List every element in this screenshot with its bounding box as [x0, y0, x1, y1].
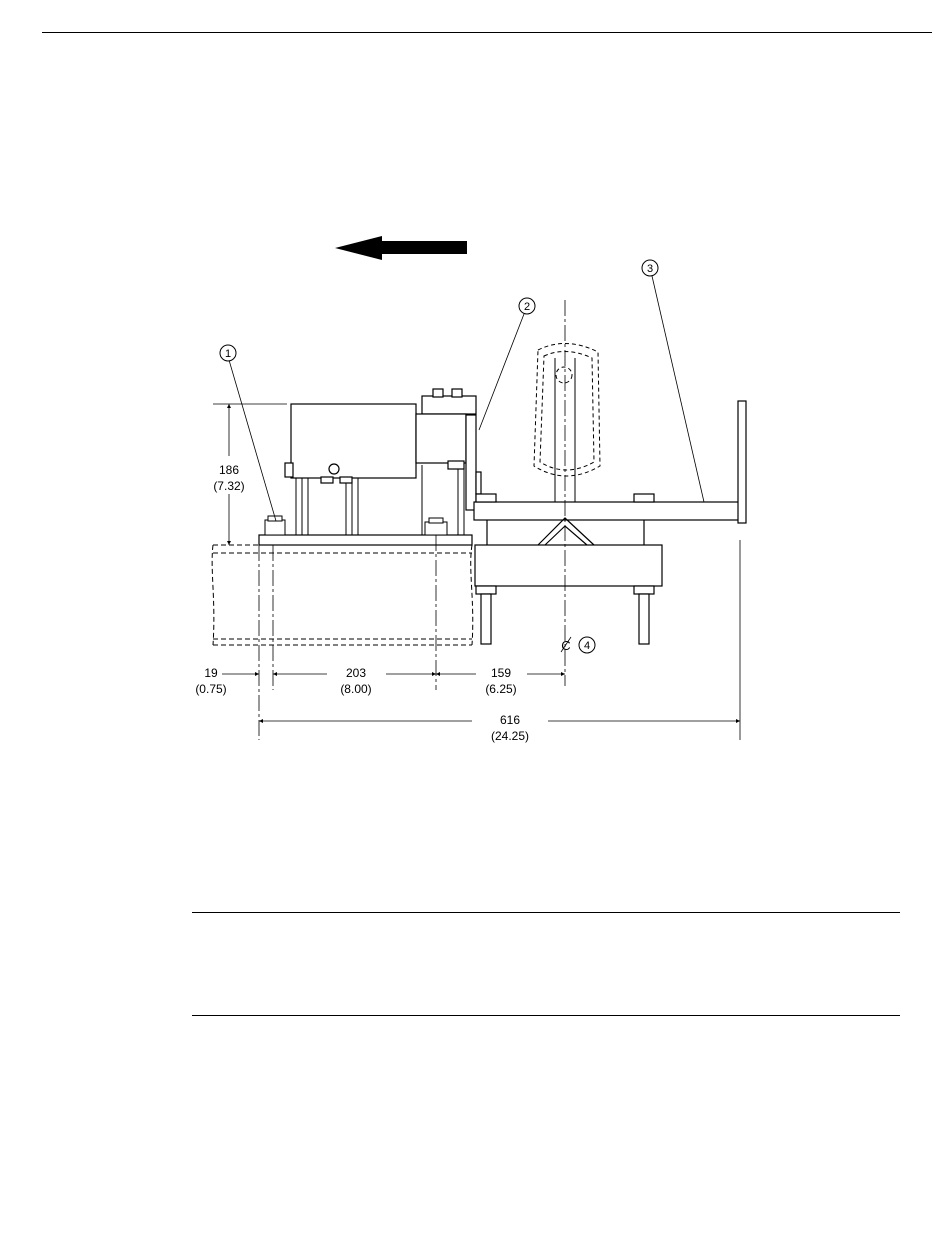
dim-span-b-mm: 159: [491, 666, 511, 680]
roller-phantom: [534, 343, 600, 476]
support-bracket: [474, 401, 746, 545]
callout-4: 4: [579, 637, 595, 653]
motor-housing: [285, 404, 416, 483]
dim-left-offset-in: (0.75): [195, 682, 226, 696]
plate-mounting-bolt: [265, 516, 447, 535]
callout-3: 3: [642, 260, 658, 276]
callout-2: 2: [519, 298, 535, 314]
travel-direction-arrow-icon: [335, 236, 467, 260]
dim-overall-in: (24.25): [491, 729, 529, 743]
dim-height-mm: 186: [219, 463, 239, 477]
callout-4-label: 4: [584, 640, 590, 652]
callout-2-label: 2: [524, 301, 530, 313]
dim-span-a-mm: 203: [346, 666, 366, 680]
dim-left-offset-mm: 19: [204, 666, 218, 680]
dim-overall-mm: 616: [500, 713, 520, 727]
callout-1: 1: [220, 345, 236, 361]
cross-member: [475, 518, 662, 586]
callout-3-label: 3: [647, 263, 653, 275]
centerline-symbol-icon: C: [561, 637, 571, 653]
dim-height-in: (7.32): [213, 479, 244, 493]
gearbox-bracket: [416, 389, 481, 510]
callout-1-label: 1: [225, 348, 231, 360]
dim-span-b-in: (6.25): [485, 682, 516, 696]
mounting-plate: [259, 535, 472, 545]
dim-span-a-in: (8.00): [340, 682, 371, 696]
conveyor-frame: [212, 545, 473, 645]
